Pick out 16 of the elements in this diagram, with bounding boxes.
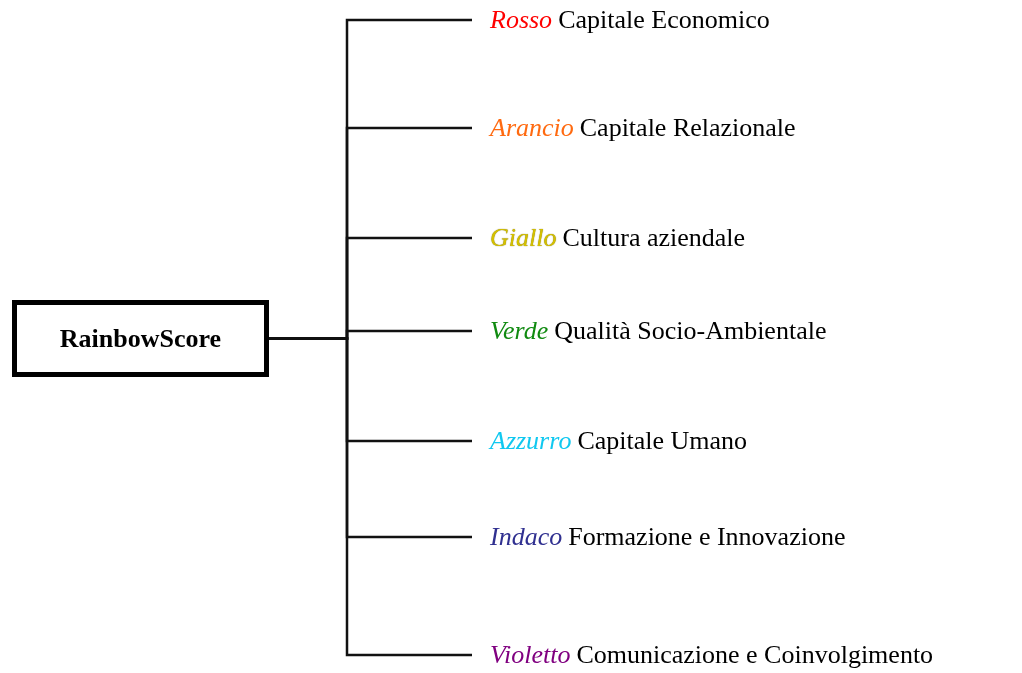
root-title: RainbowScore: [59, 323, 222, 354]
category-label: Capitale Umano: [577, 426, 748, 456]
category-label: Capitale Relazionale: [579, 113, 796, 143]
color-name: Arancio: [490, 113, 574, 143]
color-name: Violetto: [490, 640, 571, 670]
color-name: Azzurro: [490, 426, 572, 456]
color-name: Indaco: [490, 522, 563, 552]
color-name: Rosso: [490, 5, 553, 35]
color-name: Verde: [490, 316, 549, 346]
category-label: Capitale Economico: [558, 5, 770, 35]
root-box: [12, 300, 269, 377]
category-label: Comunicazione e Coinvolgimento: [576, 640, 934, 670]
color-name: Giallo: [490, 223, 557, 253]
category-label: Formazione e Innovazione: [568, 522, 846, 552]
category-label: Cultura aziendale: [562, 223, 746, 253]
category-label: Qualità Socio-Ambientale: [554, 316, 827, 346]
